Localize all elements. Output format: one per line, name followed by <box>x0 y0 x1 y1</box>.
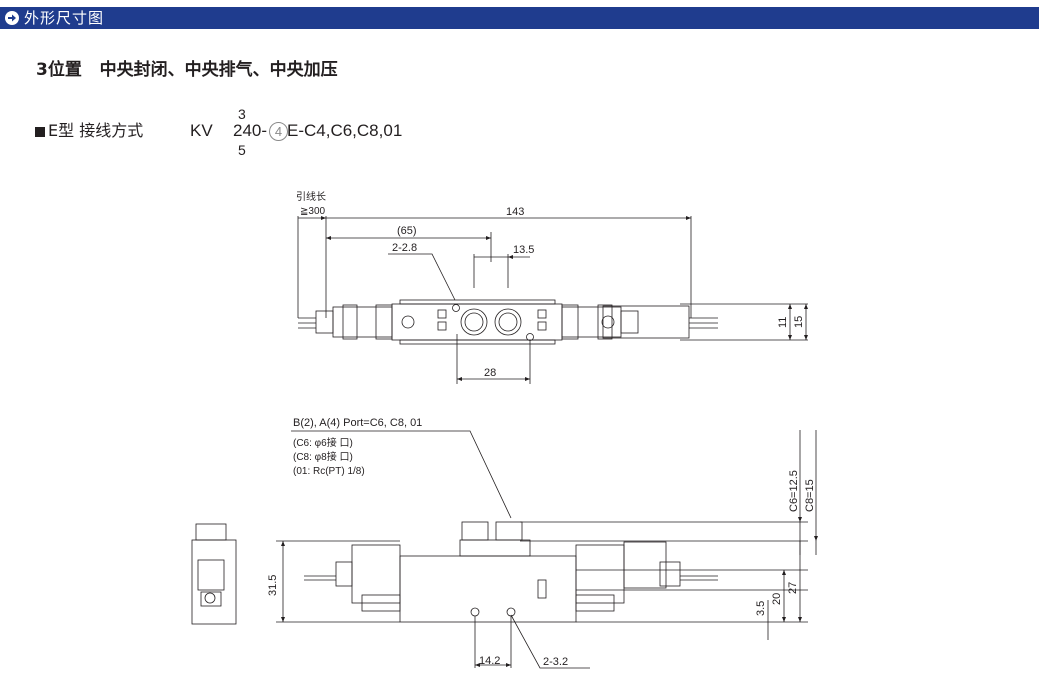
bullet-square-icon <box>35 127 45 137</box>
dim-20: 20 <box>771 593 783 605</box>
circled-number: 4 <box>269 122 288 141</box>
model-subscript: 5 <box>238 142 246 158</box>
wiring-type-label: E型 接线方式 <box>48 121 144 140</box>
subtitle: 3位置 中央封闭、中央排气、中央加压 <box>36 60 338 80</box>
dim-14-2: 14.2 <box>479 655 500 667</box>
dim-overall-length: 143 <box>506 206 524 218</box>
lead-length-value: ≧300 <box>300 206 326 217</box>
model-prefix: KV <box>190 121 213 140</box>
model-superscript: 3 <box>238 106 246 122</box>
hole-label-bottom: 2-3.2 <box>543 656 568 668</box>
dim-c8: C8=15 <box>804 479 816 512</box>
dim-height-outer: 15 <box>793 316 805 328</box>
dim-port-pitch: 28 <box>484 367 496 379</box>
dim-c6: C6=12.5 <box>788 470 800 512</box>
hole-label-top: 2-2.8 <box>392 242 417 254</box>
model-number: 240- <box>233 121 268 140</box>
port-note-line: (C8: φ8接 口) <box>293 450 353 463</box>
dim-port-offset: 13.5 <box>513 244 534 256</box>
dim-3-5: 3.5 <box>755 601 767 616</box>
section-title: 外形尺寸图 <box>24 9 105 27</box>
model-code-line: E型 接线方式 KV 3 240- 5 4 E-C4,C6,C8,01 <box>35 106 555 166</box>
port-note-line: (01: Rc(PT) 1/8) <box>293 466 365 477</box>
dim-body-height: 31.5 <box>267 575 279 596</box>
port-note-title: B(2), A(4) Port=C6, C8, 01 <box>293 417 422 429</box>
lead-length-label: 引线长 <box>296 190 326 203</box>
model-suffix: E-C4,C6,C8,01 <box>287 121 403 140</box>
dim-height-inner: 11 <box>777 317 789 328</box>
arrow-right-icon <box>5 11 19 25</box>
section-header: 外形尺寸图 <box>0 7 1039 29</box>
dim-pitch-center: (65) <box>397 225 417 237</box>
port-note-line: (C6: φ6接 口) <box>293 436 353 449</box>
dim-27: 27 <box>787 582 799 594</box>
